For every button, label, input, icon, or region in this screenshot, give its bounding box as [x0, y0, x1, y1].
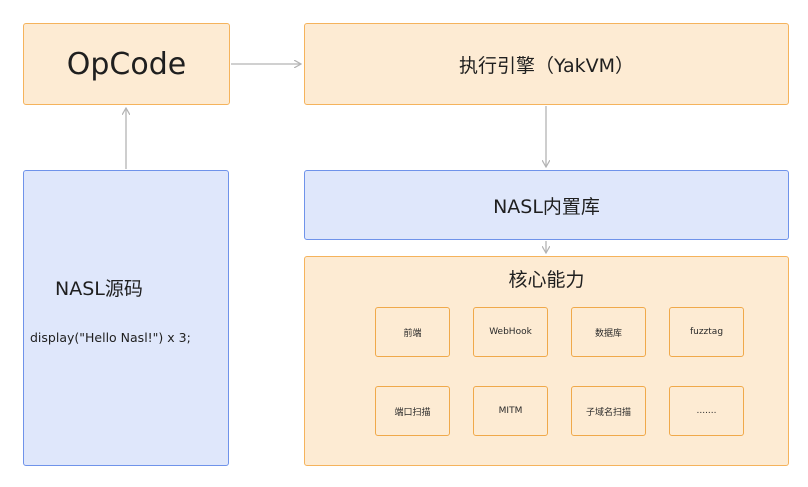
capability-mitm: MITM: [473, 386, 548, 436]
opcode-label: OpCode: [66, 46, 187, 82]
core-capabilities-node: 核心能力 前端 WebHook 数据库 fuzztag 端口扫描 MITM 子域…: [304, 256, 789, 466]
capability-webhook: WebHook: [473, 307, 548, 357]
capability-subdomain-scan: 子域名扫描: [571, 386, 646, 436]
engine-label: 执行引擎（YakVM）: [458, 54, 635, 77]
opcode-node: OpCode: [23, 23, 230, 105]
nasl-source-node: NASL源码 display("Hello Nasl!") x 3;: [23, 170, 229, 466]
capability-more: .......: [669, 386, 744, 436]
nasl-library-label: NASL内置库: [493, 195, 600, 218]
capability-fuzztag: fuzztag: [669, 307, 744, 357]
capability-database: 数据库: [571, 307, 646, 357]
capability-port-scan: 端口扫描: [375, 386, 450, 436]
nasl-library-node: NASL内置库: [304, 170, 789, 240]
nasl-source-title: NASL源码: [55, 278, 143, 300]
core-capabilities-title: 核心能力: [508, 269, 585, 291]
engine-node: 执行引擎（YakVM）: [304, 23, 789, 105]
capability-frontend: 前端: [375, 307, 450, 357]
nasl-source-code: display("Hello Nasl!") x 3;: [30, 330, 191, 345]
